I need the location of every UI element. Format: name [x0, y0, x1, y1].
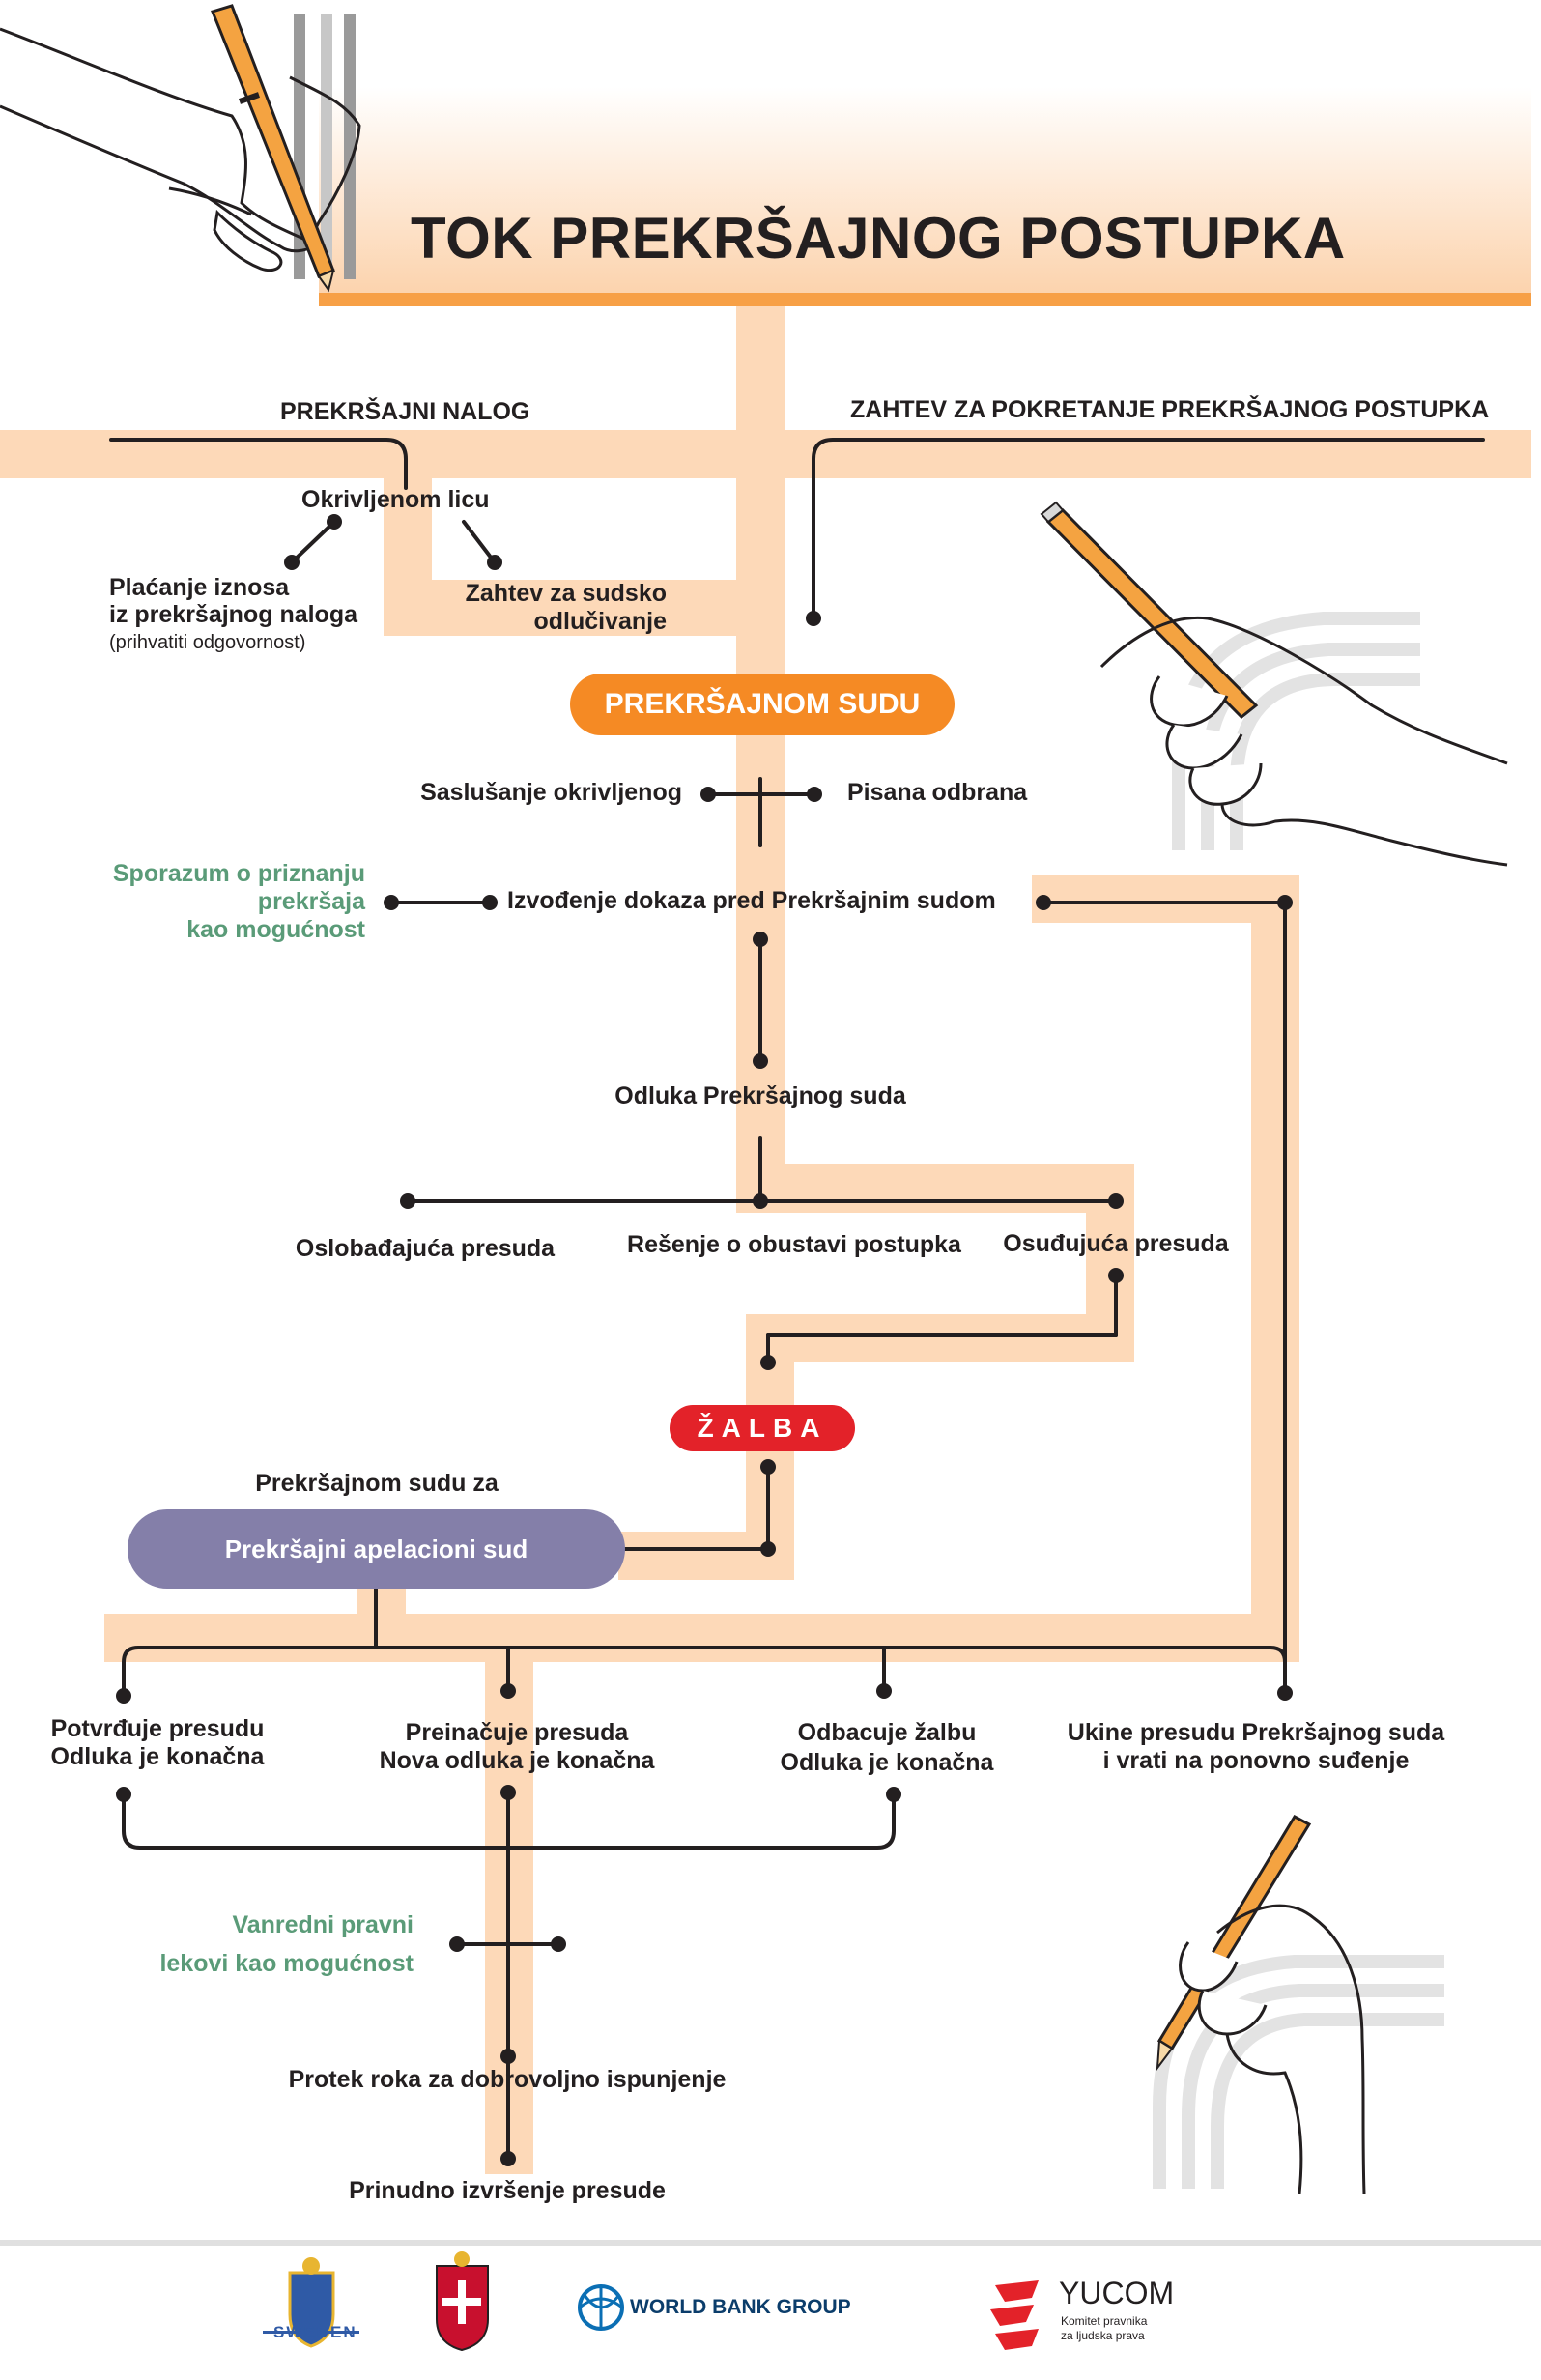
world-bank-logo-text: WORLD BANK GROUP — [630, 2296, 851, 2318]
protek-roka-label: Protek roka za dobrovoljno ispunjenje — [288, 2066, 727, 2093]
serbia-crest-icon — [436, 2251, 489, 2352]
apelacioni-sud-node: Prekršajni apelacioni sud — [128, 1509, 625, 1589]
izvodjenje-dokaza-label: Izvođenje dokaza pred Prekršajnim sudom — [507, 887, 996, 914]
prekrsajni-sud-node: PREKRŠAJNOM SUDU — [570, 674, 955, 735]
prekrsajni-nalog-label: PREKRŠAJNI NALOG — [280, 398, 530, 425]
connector-dots — [116, 514, 1293, 2166]
zahtev-sud-line2: odlučivanje — [533, 608, 667, 635]
ukine-line2: i vrati na ponovno suđenje — [1102, 1747, 1410, 1774]
zalba-node: ŽALBA — [670, 1405, 855, 1451]
yucom-mark-icon — [990, 2280, 1039, 2350]
hand-with-pencil-top-left-icon — [0, 4, 361, 293]
yucom-sub2: za ljudska prava — [1061, 2329, 1145, 2342]
prekrsajnom-sudu-za-label: Prekršajnom sudu za — [255, 1470, 499, 1497]
footer-separator — [0, 2240, 1541, 2246]
placanje-line1: Plaćanje iznosa — [109, 574, 290, 601]
oslobadjajuca-label: Oslobađajuća presuda — [295, 1235, 556, 1262]
prinudno-izvrsenje-label: Prinudno izvršenje presude — [349, 2177, 666, 2204]
page-title: TOK PREKRŠAJNOG POSTUPKA — [411, 206, 1346, 271]
okrivljenom-licu-label: Okrivljenom licu — [301, 486, 490, 513]
yucom-sub1: Komitet pravnika — [1061, 2314, 1148, 2328]
world-bank-globe-icon — [578, 2284, 624, 2331]
zahtev-label: ZAHTEV ZA POKRETANJE PREKRŠAJNOG POSTUPK… — [850, 396, 1490, 423]
vanredni-line1: Vanredni pravni — [232, 1911, 414, 1938]
potvrdjuje-line2: Odluka je konačna — [50, 1743, 265, 1770]
placanje-note: (prihvatiti odgovornost) — [109, 632, 306, 653]
saslusanje-label: Saslušanje okrivljenog — [420, 779, 682, 806]
ukine-line1: Ukine presudu Prekršajnog suda — [1067, 1719, 1445, 1746]
osudjujuca-label: Osuđujuća presuda — [1003, 1230, 1229, 1257]
potvrdjuje-line1: Potvrđuje presudu — [50, 1715, 265, 1742]
preinacuje-line2: Nova odluka je konačna — [379, 1747, 655, 1774]
zahtev-sud-line1: Zahtev za sudsko — [465, 580, 667, 607]
sporazum-line2: prekršaja — [257, 888, 365, 915]
sweden-logo-text: SWEDEN — [273, 2323, 357, 2341]
sweden-crest-icon — [263, 2257, 359, 2348]
sporazum-line3: kao mogućnost — [186, 916, 365, 943]
pisana-odbrana-label: Pisana odbrana — [847, 779, 1028, 806]
yucom-logo-text: YUCOM — [1059, 2276, 1175, 2310]
resenje-obustavi-label: Rešenje o obustavi postupka — [627, 1231, 961, 1258]
hand-with-pencil-right-icon — [1040, 501, 1508, 867]
odbacuje-line1: Odbacuje žalbu — [797, 1719, 977, 1746]
hand-with-pencil-bottom-right-icon — [1156, 1815, 1366, 2194]
odluka-suda-label: Odluka Prekršajnog suda — [614, 1082, 906, 1109]
sporazum-line1: Sporazum o priznanju — [112, 860, 365, 887]
preinacuje-line1: Preinačuje presuda — [405, 1719, 629, 1746]
vanredni-line2: lekovi kao mogućnost — [159, 1950, 414, 1977]
path-bands — [0, 306, 1531, 2174]
placanje-line2: iz prekršajnog naloga — [109, 601, 358, 628]
odbacuje-line2: Odluka je konačna — [780, 1749, 994, 1776]
